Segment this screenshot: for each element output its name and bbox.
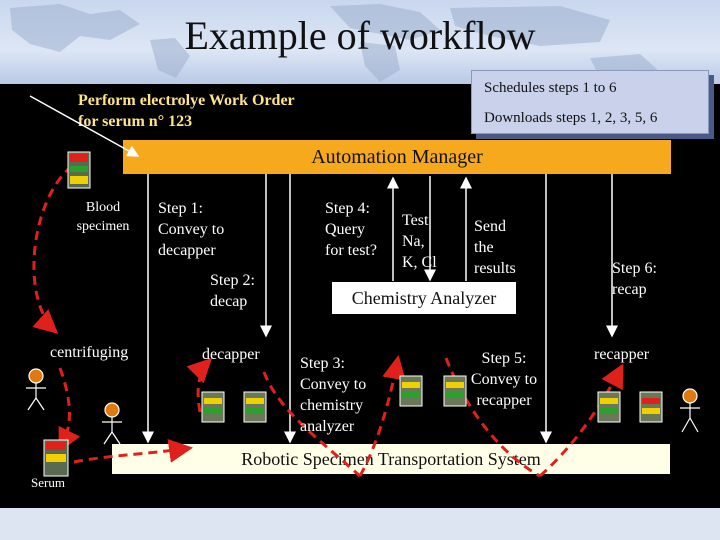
automation-manager-label: Automation Manager (311, 146, 483, 168)
serum-tube-icon (43, 439, 69, 477)
step2-line2: decap (210, 293, 248, 310)
work-order-line1: Perform electrolye Work Order (78, 92, 295, 109)
centrifuging-label: centrifuging (50, 344, 129, 361)
decapper-label: decapper (202, 346, 260, 363)
blood-specimen-line1: Blood (85, 200, 121, 215)
step4-line1: Step 4: (325, 200, 370, 217)
test-line2: Na, (402, 233, 425, 250)
path-to-decapper (186, 357, 213, 413)
chemistry-analyzer-box: Chemistry Analyzer (332, 282, 516, 314)
send-line1: Send (474, 218, 506, 235)
blood-tube-icon (67, 151, 91, 189)
send-results-label: Send the results (474, 216, 516, 279)
send-line2: the (474, 239, 494, 256)
blood-specimen-label: Blood specimen (73, 198, 133, 236)
recapper-tube-icon (597, 391, 621, 423)
work-order-pointer-line (29, 95, 140, 157)
step4-line3: for test? (325, 242, 377, 259)
recapper-tube-icon (639, 391, 663, 423)
path-to-serum (58, 367, 81, 453)
step3-label: Step 3: Convey to chemistry analyzer (300, 353, 366, 437)
step5-line3: recapper (476, 392, 532, 409)
test-line1: Test (402, 212, 429, 229)
step6-line1: Step 6: (612, 260, 657, 277)
step3-line2: Convey to (300, 376, 367, 393)
step1-line3: decapper (158, 242, 216, 259)
step1-line1: Step 1: (158, 200, 203, 217)
path-from-decapper (262, 371, 362, 478)
step6-line2: recap (612, 281, 647, 298)
transport-system-bar: Robotic Specimen Transportation System (112, 444, 670, 474)
schedule-box: Schedules steps 1 to 6 Downloads steps 1… (471, 70, 709, 134)
transport-system-label: Robotic Specimen Transportation System (241, 449, 541, 469)
recapper-label: recapper (594, 346, 650, 363)
step3-line4: analyzer (300, 418, 355, 435)
analyzer-tube-icon (399, 375, 423, 407)
path-to-transport (73, 439, 193, 464)
step4-line2: Query (325, 221, 365, 238)
decapper-tube-icon (243, 391, 267, 423)
test-line3: K, Cl (402, 254, 437, 271)
work-order-text: Perform electrolye Work Order for serum … (78, 90, 295, 132)
path-to-analyzer (358, 355, 406, 477)
schedule-line2: Downloads steps 1, 2, 3, 5, 6 (484, 110, 658, 126)
schedule-line1: Schedules steps 1 to 6 (484, 80, 617, 96)
automation-manager-bar: Automation Manager (123, 140, 671, 174)
step1-line2: Convey to (158, 221, 225, 238)
bottom-band (0, 508, 720, 540)
step4-label: Step 4: Query for test? (325, 198, 377, 261)
step3-line3: chemistry (300, 397, 364, 414)
work-order-line2: for serum n° 123 (78, 113, 193, 130)
send-line3: results (474, 260, 516, 277)
person-icon (102, 402, 122, 445)
step5-line2: Convey to (470, 371, 538, 388)
serum-label: Serum (31, 475, 65, 490)
person-icon (26, 368, 46, 411)
step1-label: Step 1: Convey to decapper (158, 198, 224, 261)
world-map-decoration (10, 4, 660, 82)
blood-specimen-line2: specimen (76, 219, 130, 234)
step2-label: Step 2: decap (210, 270, 255, 312)
analyzer-tube-icon (443, 375, 467, 407)
test-label: Test Na, K, Cl (402, 210, 437, 273)
decapper-tube-icon (201, 391, 225, 423)
step6-label: Step 6: recap (612, 258, 657, 300)
path-to-centrifuge (32, 164, 73, 334)
person-icon (680, 388, 700, 433)
step5-line1: Step 5: (481, 350, 527, 367)
chemistry-analyzer-label: Chemistry Analyzer (351, 288, 497, 308)
page-title: Example of workflow (184, 13, 536, 58)
step5-label: Step 5: Convey to recapper (466, 348, 542, 411)
step3-line1: Step 3: (300, 355, 345, 372)
path-to-recapper (538, 363, 624, 478)
step2-line1: Step 2: (210, 272, 255, 289)
